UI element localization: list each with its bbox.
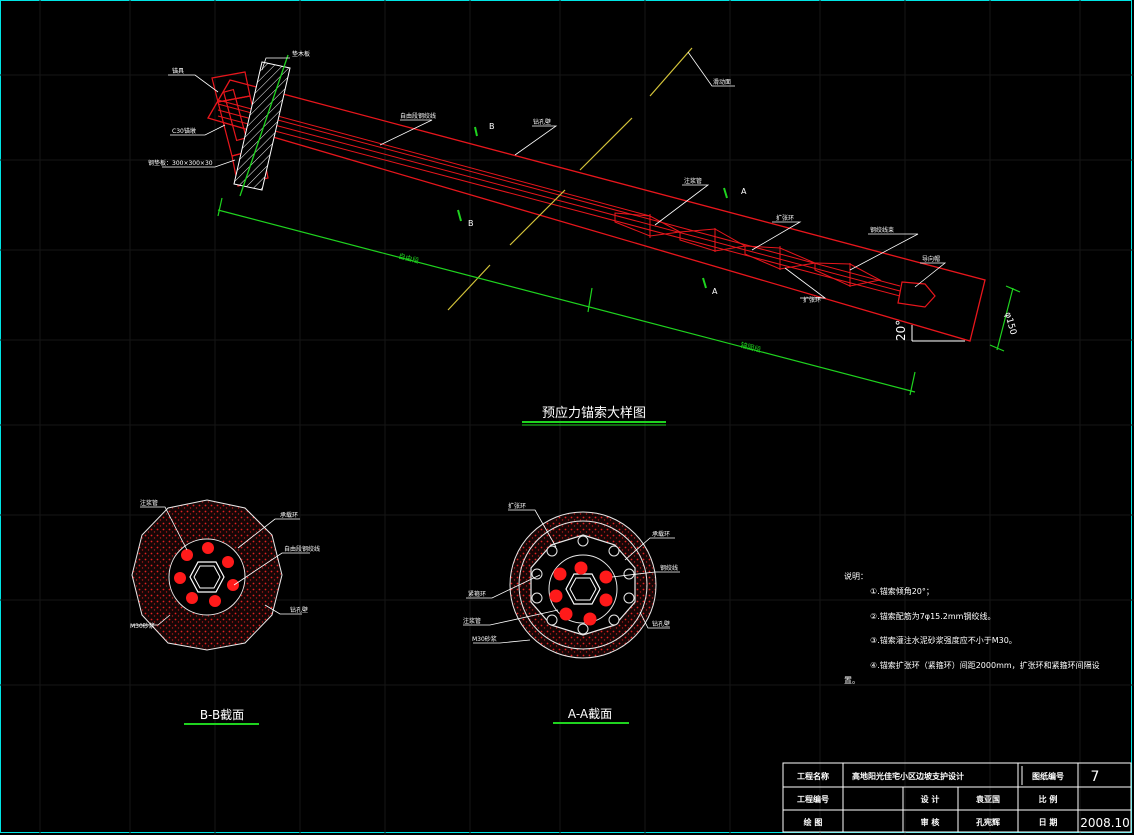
angle-label: 20°: [894, 320, 908, 341]
callout-guide-cap: 导向帽: [922, 255, 940, 263]
timber-pad: [233, 61, 291, 191]
section-marker-ticks: [457, 126, 728, 289]
tb-project-name-label: 工程名称: [797, 771, 829, 781]
bb-strands: [174, 542, 239, 607]
tb-project-no-label: 工程编号: [797, 794, 829, 804]
dim-anchor-length: 锚固段: [739, 340, 762, 354]
callout-timber-pad: 垫木板: [292, 50, 310, 58]
pad-face-line: [239, 54, 289, 197]
bb-leaders: [132, 506, 310, 626]
section-aa-title: A-A截面: [568, 707, 612, 721]
tb-date-label: 日 期: [1039, 817, 1058, 827]
dim-free-length: 自由段: [397, 251, 420, 265]
callout-grout-pipe: 注浆管: [684, 177, 702, 185]
section-bb-drawing: 注浆管 承载环 自由段钢绞线 钻孔壁 M30砂浆 B-B截面: [130, 499, 320, 725]
section-lines: [447, 47, 693, 311]
section-aa-drawing: 扩张环 承载环 钢绞线 紧箍环 注浆管 M30砂浆 钻孔壁 A-A截面: [463, 502, 680, 724]
callout-anchor-lock: 锚具: [172, 67, 184, 75]
section-marker-a2: A: [712, 287, 718, 296]
guide-cap: [897, 281, 936, 308]
aa-grout-pipe: [565, 573, 601, 605]
note-2: ②.锚索配筋为7φ15.2mm钢绞线。: [870, 611, 995, 621]
note-1: ①.锚索倾角20°；: [870, 586, 934, 596]
notes-block: 说明： ①.锚索倾角20°； ②.锚索配筋为7φ15.2mm钢绞线。 ③.锚索灌…: [844, 571, 1100, 685]
aa-callout-clamp-ring: 紧箍环: [468, 590, 486, 598]
tendon-bundle: [217, 99, 901, 297]
aa-callout-bearing-ring: 承载环: [652, 530, 670, 538]
bb-callout-borehole-wall: 钻孔壁: [290, 606, 308, 614]
note-4-continued: 置。: [844, 676, 860, 685]
callout-borehole-wall: 钻孔壁: [533, 118, 551, 126]
tb-review-label: 审 核: [921, 817, 940, 827]
bb-callout-free-strand: 自由段钢绞线: [284, 545, 320, 553]
section-marker-a1: A: [741, 187, 747, 196]
tb-project-name: 高地阳光佳宅小区边坡支护设计: [852, 771, 964, 781]
tb-drawing-no-label: 图纸编号: [1032, 771, 1064, 781]
aa-callout-borehole-wall: 钻孔壁: [652, 620, 670, 628]
aa-strands: [549, 561, 613, 626]
callout-sliding-plane: 滑动面: [713, 78, 731, 86]
callout-expansion-ring-1: 扩张环: [776, 214, 794, 222]
aa-callout-mortar: M30砂浆: [472, 635, 497, 643]
tb-date: 2008.10: [1080, 816, 1130, 830]
section-bb-title: B-B截面: [200, 708, 244, 722]
aa-grout-pipe-inner: [569, 577, 597, 601]
note-3: ③.锚索灌注水泥砂浆强度应不小于M30。: [870, 635, 1017, 645]
bb-grout-pipe: [189, 561, 225, 593]
aa-callout-strand: 钢绞线: [660, 564, 678, 572]
title-block: 工程名称 高地阳光佳宅小区边坡支护设计 图纸编号 工程编号 设 计 袁亚国 比 …: [782, 762, 1132, 833]
tb-drawing-no: 7: [1091, 769, 1100, 785]
callout-steel-plate: 钢垫板：300×300×30: [148, 159, 213, 167]
bb-callout-mortar: M30砂浆: [130, 622, 155, 630]
dimension-lines: [217, 197, 1021, 396]
note-4: ④.锚索扩张环（紧箍环）间距2000mm，扩张环和紧箍环间隔设: [870, 660, 1100, 670]
aa-callout-expansion-ring: 扩张环: [508, 502, 526, 510]
dim-diameter: φ150: [1002, 311, 1018, 336]
callout-expansion-ring-2: 扩张环: [803, 296, 821, 304]
tb-reviewer: 孔宪辉: [976, 817, 1000, 827]
callout-strand-bundle: 钢绞线束: [870, 226, 894, 234]
callout-anchor-pier: C30锚墩: [172, 127, 196, 135]
aa-leaders: [463, 509, 680, 644]
spacer-rings: [614, 212, 882, 287]
aa-callout-grout-pipe: 注浆管: [463, 617, 481, 625]
section-marker-b1: B: [489, 122, 495, 131]
main-drawing-title: 预应力锚索大样图: [542, 405, 646, 421]
tb-design-label: 设 计: [921, 794, 940, 804]
tb-drawn-label: 绘 图: [804, 817, 823, 827]
bb-callout-grout-pipe: 注浆管: [140, 499, 158, 507]
notes-heading: 说明：: [844, 571, 868, 581]
callout-free-strand: 自由段钢绞线: [400, 112, 436, 120]
anchor-detail-drawing: B B A A 自由段 锚固段 φ150 20°: [148, 47, 1021, 426]
section-marker-b2: B: [468, 219, 474, 228]
tb-scale-label: 比 例: [1039, 794, 1058, 804]
borehole-outline: [207, 79, 986, 342]
bb-grout-pipe-inner: [193, 565, 221, 589]
tb-designer: 袁亚国: [975, 794, 1000, 804]
callout-leaders: [162, 51, 947, 299]
bb-callout-bearing-ring: 承载环: [280, 511, 298, 519]
aa-ring-notches: [531, 535, 635, 635]
